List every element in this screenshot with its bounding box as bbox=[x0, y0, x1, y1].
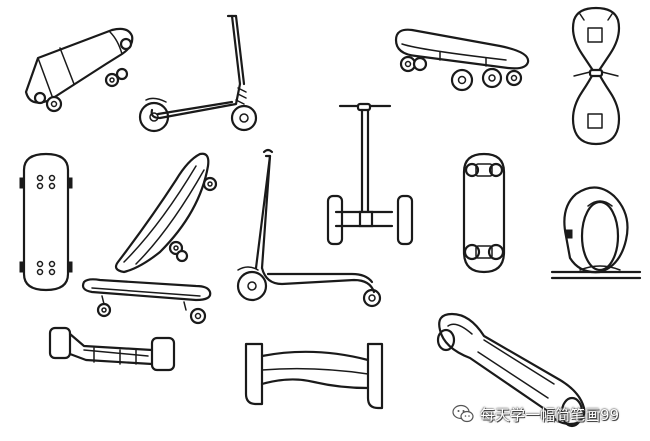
electric-unicycle bbox=[552, 187, 640, 278]
longboard-vertical-left bbox=[20, 154, 72, 290]
watermark: 每天学一幅简笔画99 bbox=[452, 401, 642, 427]
waveboard-vertical-right bbox=[573, 8, 619, 144]
segway-center bbox=[328, 104, 412, 244]
wechat-icon bbox=[452, 404, 474, 423]
skateboard-diagonal bbox=[116, 154, 216, 272]
kick-scooter-top bbox=[140, 16, 256, 131]
hoverboard-bottom-center bbox=[246, 344, 382, 408]
watermark-text: 每天学一幅简笔画99 bbox=[480, 405, 620, 424]
skateboard-angled-top-left bbox=[26, 29, 132, 111]
hoverboard-bottom-right bbox=[438, 314, 584, 426]
skateboard-vertical-right bbox=[464, 154, 504, 272]
hoverboard-bottom-left bbox=[50, 328, 174, 370]
kick-scooter-center bbox=[238, 150, 380, 306]
skateboard-side-top-right bbox=[396, 30, 528, 90]
skateboard-side-bottom bbox=[83, 279, 210, 323]
